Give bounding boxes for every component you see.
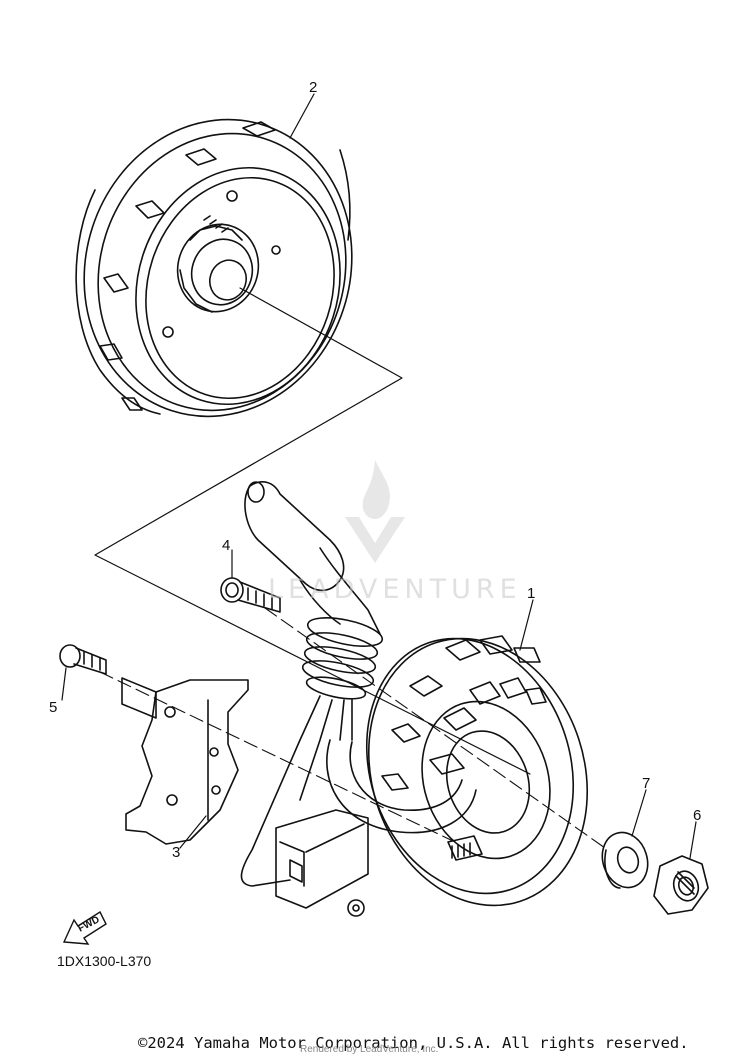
leadventure-watermark-logo: [345, 460, 405, 563]
screw-part-5[interactable]: [59, 644, 107, 675]
drawing-code: 1DX1300-L370: [57, 953, 152, 969]
fwd-direction-arrow: FWD: [62, 910, 107, 945]
bolt-part-4[interactable]: [220, 577, 281, 613]
rendered-by-note: Rendered by LeadVenture, Inc.: [300, 1044, 439, 1055]
callout-6[interactable]: 6: [693, 807, 701, 824]
copyright-notice: ©2024 Yamaha Motor Corporation, U.S.A. A…: [138, 1034, 689, 1052]
flywheel-rotor-part[interactable]: [46, 85, 390, 452]
callout-1[interactable]: 1: [527, 585, 535, 602]
washer-part-7[interactable]: [595, 827, 654, 894]
callout-7[interactable]: 7: [642, 775, 650, 792]
callout-2[interactable]: 2: [309, 79, 317, 96]
stator-assembly-part-1[interactable]: [335, 610, 621, 934]
watermark-text: LEADVENTURE: [268, 574, 522, 605]
callout-4[interactable]: 4: [222, 537, 230, 554]
bracket-part-3[interactable]: [121, 677, 249, 845]
nut-part-6[interactable]: [653, 855, 709, 915]
callout-5[interactable]: 5: [49, 699, 57, 716]
wire-harness[interactable]: [240, 481, 477, 917]
callout-3[interactable]: 3: [172, 844, 180, 861]
